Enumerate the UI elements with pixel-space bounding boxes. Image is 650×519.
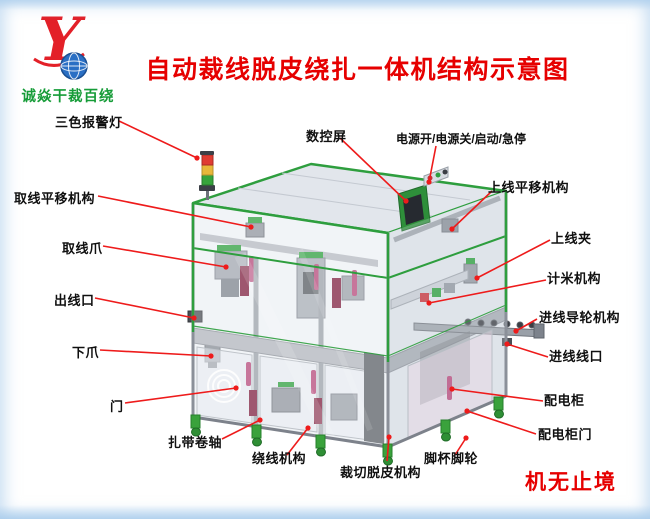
page-title: 自动裁线脱皮绕扎一体机结构示意图 [145,56,570,84]
logo-slogan: 诚焱干裁百绕 [21,89,115,105]
label-winding-mechanism: 绕线机构 [252,451,307,466]
label-door: 门 [110,399,124,414]
logo: Y 诚焱干裁百绕 [16,4,120,106]
label-upper-wire-clamp: 上线夹 [551,231,592,246]
logo-mark: Y [33,5,88,80]
cable-tie-spool-coil [207,369,241,403]
label-meter-counter: 计米机构 [547,271,602,286]
motto-text: 机无止境 [525,471,617,494]
label-cut-strip-mechanism: 裁切脱皮机构 [340,465,422,480]
label-upper-wire-translation: 上线平移机构 [488,180,570,195]
label-wire-pick-translation: 取线平移机构 [14,191,96,206]
globe-icon [60,52,88,80]
label-power-controls: 电源开/电源关/启动/急停 [396,132,527,146]
label-wire-outlet: 出线口 [54,293,95,308]
label-power-cabinet-door: 配电柜门 [538,427,593,442]
label-alarm-light: 三色报警灯 [55,115,123,130]
label-foot-cup-caster: 脚杯脚轮 [424,451,479,466]
leader-lines [94,120,551,462]
label-lower-claw: 下爪 [72,345,100,360]
label-cable-tie-spool: 扎带卷轴 [168,435,223,450]
alarm-light-tower [199,151,215,200]
machine-illustration [187,151,545,466]
label-wire-pick-claw: 取线爪 [62,241,103,256]
label-wire-inlet: 进线线口 [549,349,604,364]
label-cnc-screen: 数控屏 [306,129,347,144]
label-wire-guide-wheels: 进线导轮机构 [539,310,621,325]
label-power-cabinet: 配电柜 [544,393,585,408]
